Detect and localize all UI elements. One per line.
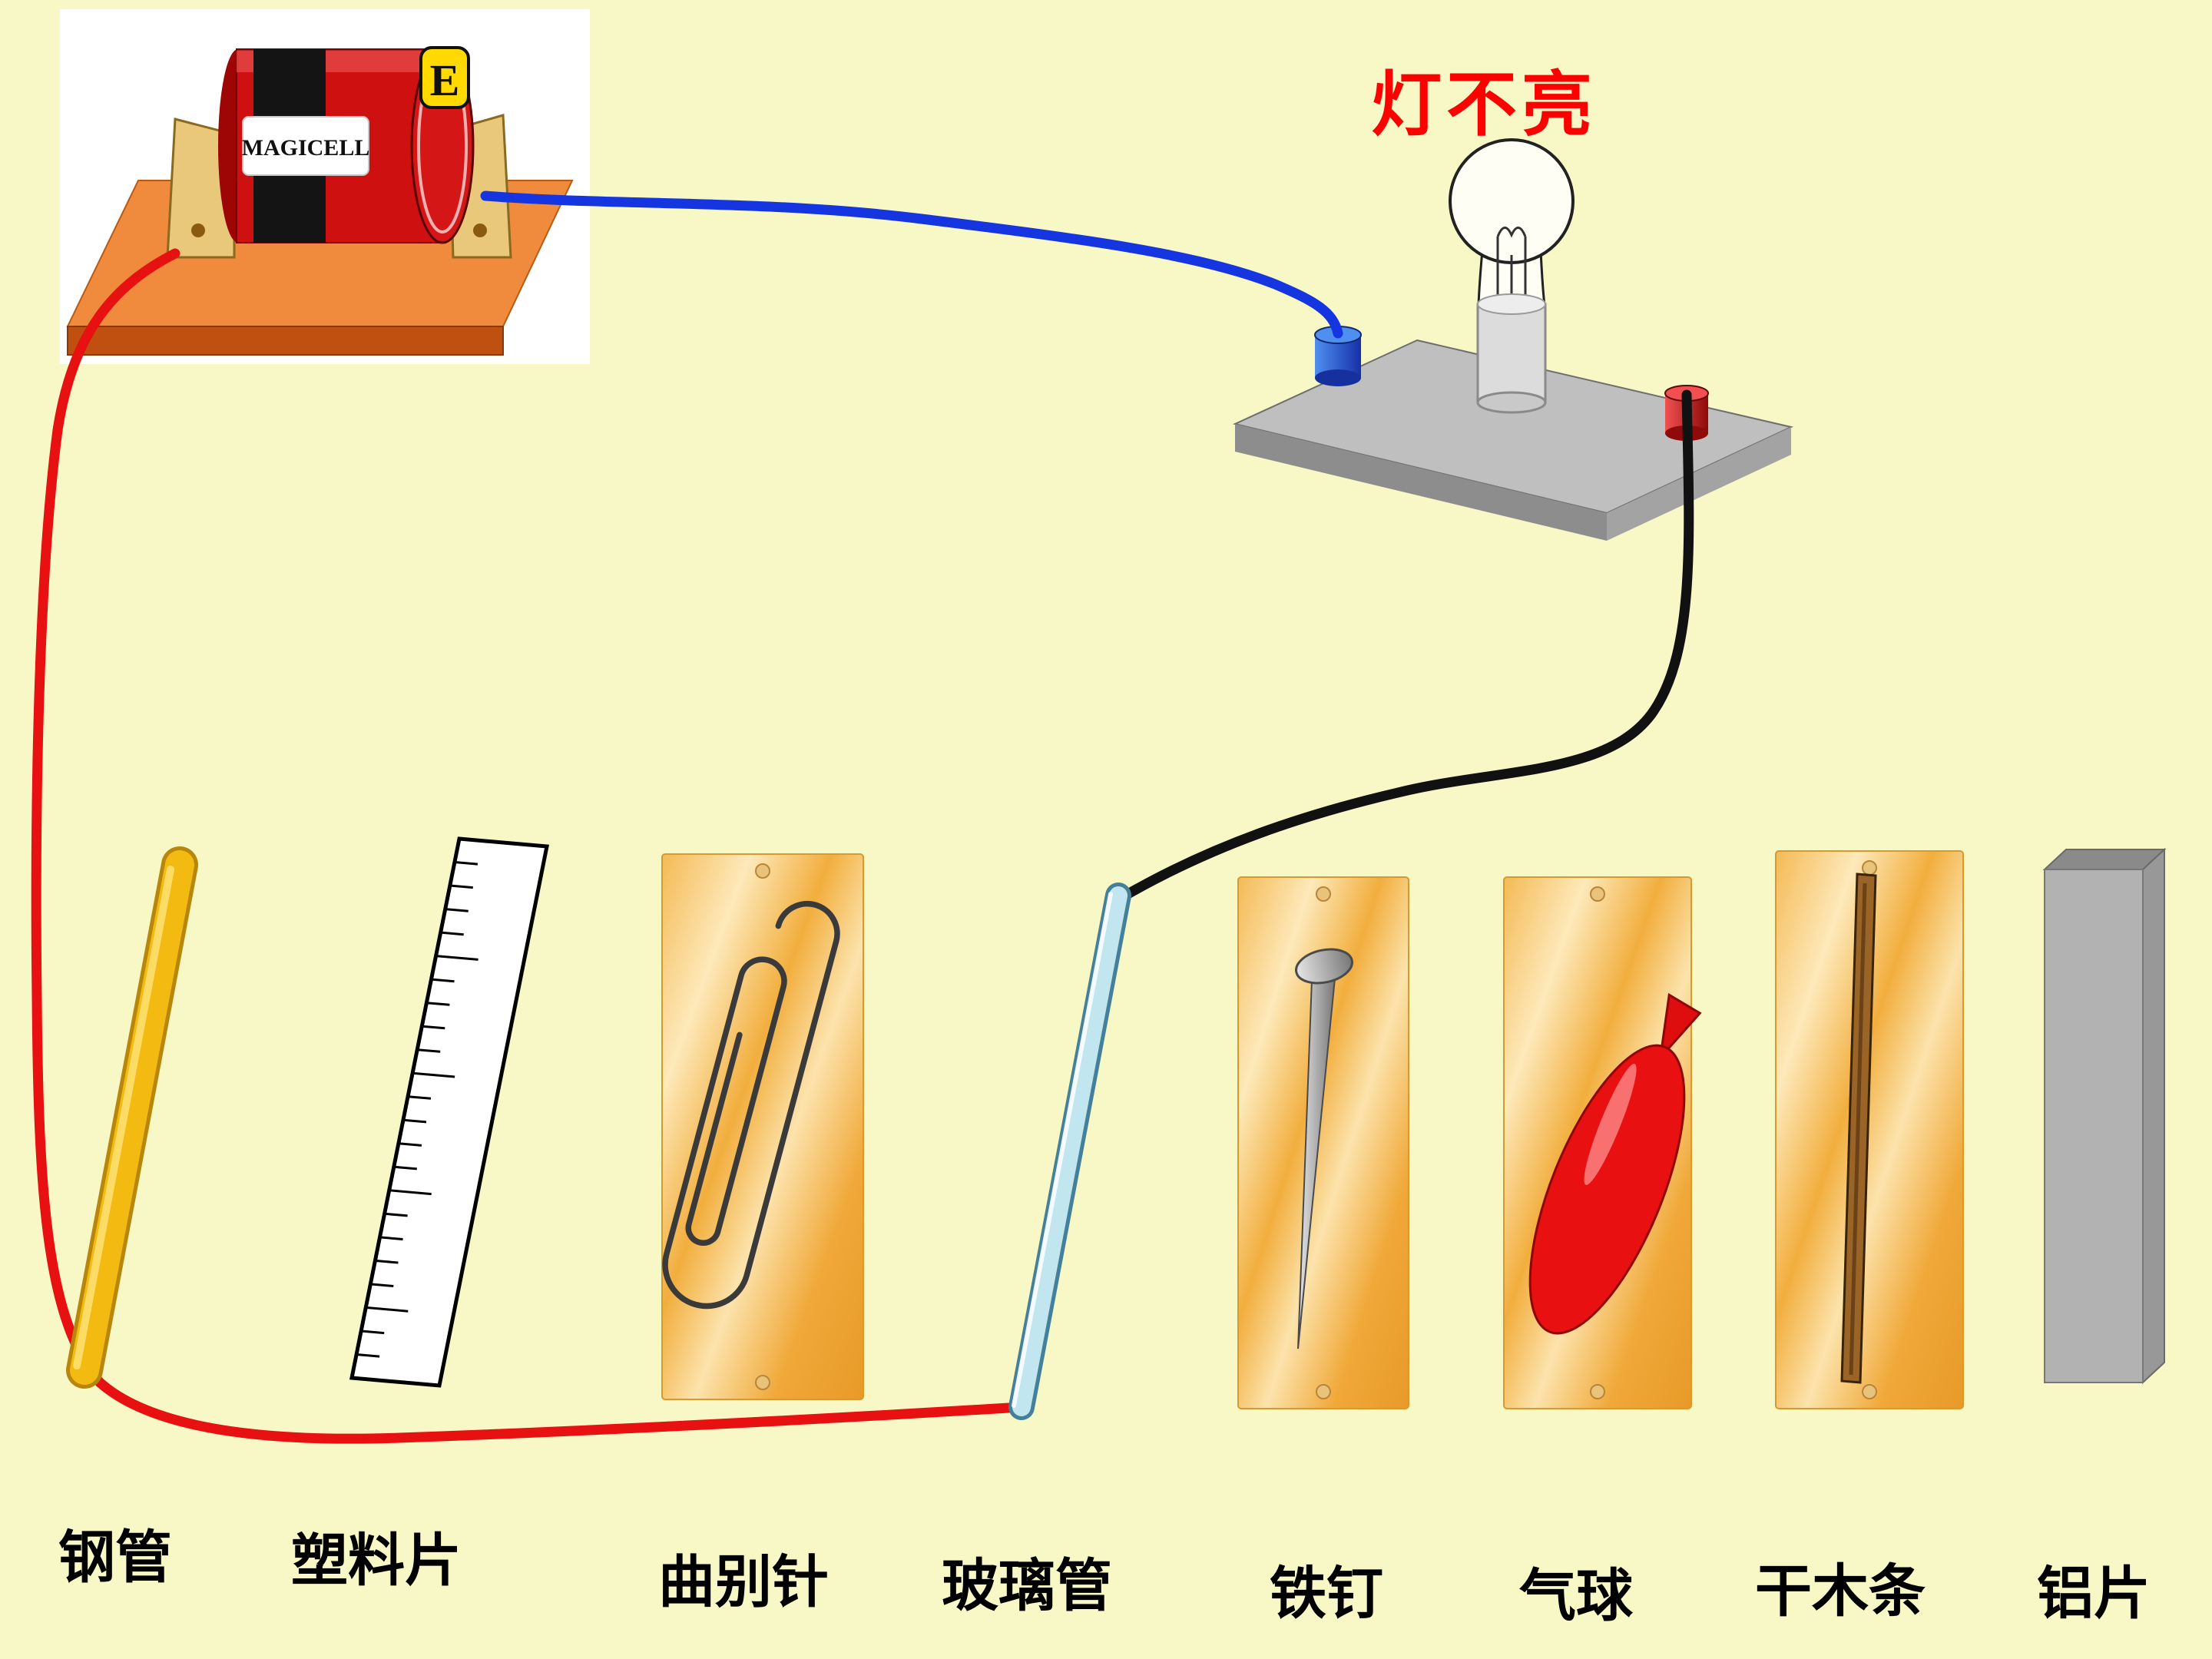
iron-nail-head: [1295, 948, 1353, 985]
card-tack-bottom: [1862, 1384, 1877, 1399]
battery-logo-plate: [419, 46, 470, 109]
iron-nail-card: [1237, 876, 1409, 1409]
lamp-status-text: 灯不亮: [1370, 66, 1598, 144]
card-background: [1237, 876, 1409, 1409]
balloon-knot: [1658, 992, 1702, 1061]
card-tack-top: [1862, 860, 1877, 876]
battery: E MAGICELL: [218, 46, 475, 244]
board-side: [1607, 427, 1791, 541]
label-glass-tube: 玻璃管: [942, 1554, 1112, 1618]
wood-strip-card: [1775, 850, 1964, 1409]
aluminum-sheet: [2042, 847, 2167, 1385]
label-steel-pipe: 钢管: [58, 1525, 172, 1589]
card-tack-bottom: [1316, 1384, 1331, 1399]
light-bulb: [1449, 138, 1575, 414]
card-background: [1775, 850, 1964, 1409]
steel-pipe-highlight: [73, 866, 174, 1369]
holder-bracket-left: [166, 118, 236, 259]
board-front: [1235, 424, 1607, 541]
card-tack-top: [1316, 886, 1331, 902]
card-tack-top: [1590, 886, 1605, 902]
balloon-highlight: [1584, 1063, 1637, 1185]
bulb-glass: [1449, 138, 1575, 264]
ruler-body: [349, 836, 549, 1388]
wood-grain: [1849, 882, 1867, 1376]
label-aluminum-sheet: 铝片: [2037, 1561, 2151, 1625]
battery-brand-text: MAGICELL: [242, 135, 370, 161]
battery-label-plate: [242, 116, 369, 176]
wire-blue: [480, 190, 1343, 339]
paper-clip: [662, 900, 840, 1310]
lamp-board: [1232, 339, 1794, 541]
battery-logo-text: E: [430, 55, 460, 105]
label-wood-strip: 干木条: [1755, 1559, 1926, 1623]
glass-tube: [1008, 882, 1131, 1420]
card-background: [661, 853, 864, 1400]
bulb-base-bottom: [1476, 391, 1547, 414]
wire-black: [1114, 389, 1694, 904]
label-paper-clip: 曲别针: [658, 1550, 829, 1614]
bulb-base-top: [1477, 293, 1546, 315]
card-tack-bottom: [1590, 1384, 1605, 1399]
label-balloon: 气球: [1519, 1564, 1633, 1628]
label-plastic-sheet: 塑料片: [291, 1528, 462, 1592]
aluminum-side: [2142, 847, 2165, 1385]
ruler-ticks: [351, 837, 502, 1382]
bulb-base: [1476, 303, 1547, 404]
balloon-body: [1528, 1044, 1686, 1335]
steel-pipe-body: [70, 850, 194, 1385]
wire-red: [31, 248, 1027, 1444]
glass-tube-highlight: [1012, 892, 1113, 1408]
bracket-right-hole: [473, 224, 487, 237]
card-tack-bottom: [755, 1375, 770, 1390]
holder-base-front: [67, 326, 504, 356]
card-tack-top: [755, 863, 770, 879]
glass-tube-body: [1012, 886, 1128, 1416]
aluminum-front: [2044, 869, 2144, 1383]
plastic-ruler: [349, 836, 549, 1388]
steel-pipe: [66, 846, 198, 1389]
label-iron-nail: 铁钉: [1270, 1561, 1383, 1625]
terminal-blue-bottom: [1315, 369, 1361, 386]
balloon-card: [1503, 876, 1702, 1409]
bracket-left-hole: [191, 224, 205, 237]
paper-clip-card: [661, 853, 864, 1400]
bulb-filament: [1496, 227, 1527, 304]
